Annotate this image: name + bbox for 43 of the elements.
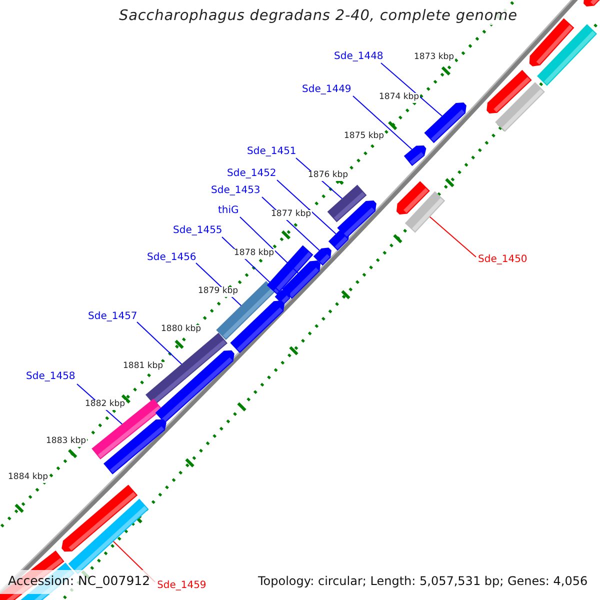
gene-label: Sde_1455 — [173, 225, 222, 236]
gene-label: Sde_1452 — [227, 168, 276, 180]
gene-label: Sde_1458 — [26, 371, 76, 382]
gene-label: Sde_1453 — [211, 185, 260, 196]
scale-label: 1878 kbp — [233, 249, 276, 259]
scale-label: 1880 kbp — [160, 325, 202, 335]
scale-label: 1876 kbp — [307, 171, 350, 181]
scale-label: 1882 kbp — [84, 400, 126, 410]
gene-label: Sde_1450 — [478, 254, 528, 266]
scale-label: 1877 kbp — [270, 210, 312, 220]
gene-block — [104, 419, 166, 474]
gene-label: thiG — [218, 205, 239, 216]
scale-label: 1881 kbp — [122, 362, 164, 372]
gene-block — [337, 200, 376, 238]
scale-label: 1879 kbp — [197, 287, 240, 297]
accession-text: Accession: NC_007912 — [0, 570, 158, 594]
gene-label: Sde_1456 — [147, 252, 196, 264]
leader-line — [352, 96, 412, 150]
gene-block — [424, 102, 466, 144]
leader-line — [240, 216, 299, 274]
gene-block — [62, 484, 138, 552]
title: Saccharophagus degradans 2-40, complete genome — [119, 8, 518, 25]
scale-label: 1873 kbp — [413, 53, 456, 63]
gene-block — [404, 146, 426, 166]
gene-bar — [495, 82, 545, 132]
leader-line — [380, 62, 443, 117]
scale-label: 1875 kbp — [343, 132, 386, 142]
genome-info-text: Topology: circular; Length: 5,057,531 bp; Genes: 4,056 — [258, 575, 588, 589]
gene-label: Sde_1449 — [302, 84, 352, 96]
leader-line — [136, 322, 182, 365]
scale-label: 1874 kbp — [378, 93, 420, 103]
leader-line — [429, 216, 476, 258]
scale-label: 1884 kbp — [7, 473, 50, 483]
gene-bar — [537, 24, 597, 86]
gene-block — [396, 181, 430, 214]
leader-line — [276, 180, 336, 234]
gene-label: Sde_1448 — [334, 51, 384, 62]
gene-block — [230, 300, 284, 354]
gene-label: Sde_1457 — [88, 311, 138, 322]
gene-block — [584, 0, 600, 6]
gene-label: Sde_1451 — [247, 146, 296, 158]
gene-label: Sde_1459 — [157, 580, 206, 592]
scale-label: 1883 kbp — [45, 437, 88, 447]
